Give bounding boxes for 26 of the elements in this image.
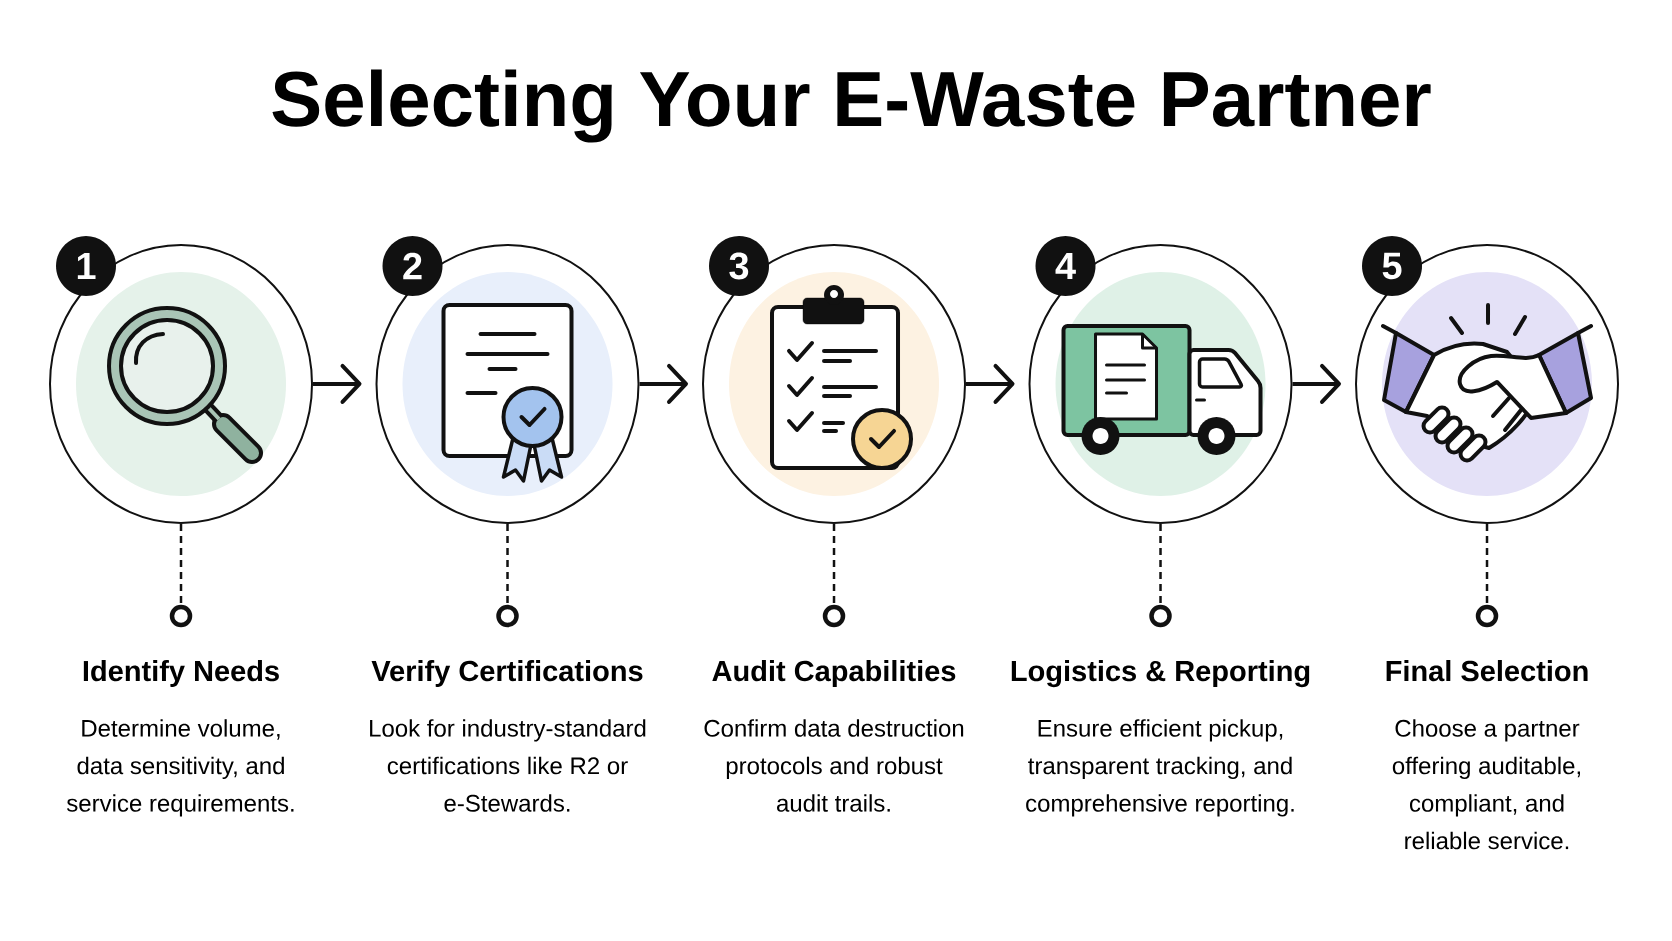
dashed-line bbox=[506, 524, 509, 605]
number-badge: 2 bbox=[382, 236, 443, 296]
step-heading: Final Selection bbox=[1386, 660, 1588, 682]
ring-dot bbox=[822, 604, 846, 628]
ring-dot bbox=[169, 604, 193, 628]
number-badge: 3 bbox=[709, 236, 769, 296]
dashed-line bbox=[1159, 524, 1162, 605]
number-badge: 5 bbox=[1362, 236, 1422, 296]
ring-dot bbox=[1149, 604, 1172, 628]
number-badge: 1 bbox=[56, 236, 116, 296]
step-description: Confirm data destruction protocols and robust audit trails. bbox=[704, 719, 964, 812]
step-description: Look for industry-standard certifications like R2 or e-Stewards. bbox=[370, 719, 646, 812]
step-heading: Logistics & Reporting bbox=[1011, 660, 1310, 688]
dashed-line bbox=[832, 524, 836, 605]
step-description: Determine volume, data sensitivity, and service requirements. bbox=[67, 719, 294, 817]
ring-dot bbox=[496, 604, 519, 628]
number-badge: 4 bbox=[1035, 236, 1096, 296]
dashed-line bbox=[1485, 524, 1489, 605]
title: Selecting Your E-Waste Partner bbox=[272, 69, 1431, 143]
dashed-line bbox=[179, 524, 183, 605]
ring-dot bbox=[1475, 604, 1499, 628]
step-heading: Identify Needs bbox=[83, 660, 279, 687]
step-description: Choose a partner offering auditable, compliant, and reliable service. bbox=[1392, 719, 1580, 850]
step-heading: Audit Capabilities bbox=[712, 660, 956, 687]
step-description: Ensure efficient pickup, transparent tracking, and comprehensive reporting. bbox=[1026, 719, 1294, 817]
step-heading: Verify Certifications bbox=[371, 660, 643, 687]
